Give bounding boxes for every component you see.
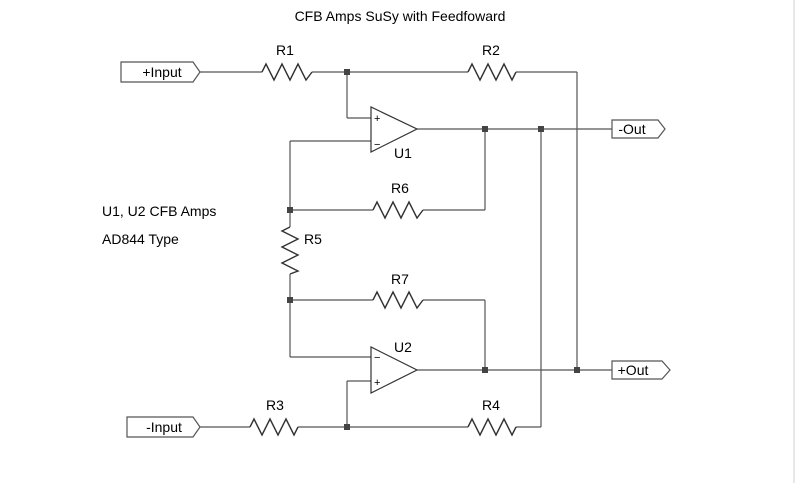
resistor-r1 [261, 62, 313, 82]
resistor-r4 [467, 417, 517, 437]
wires [200, 71, 612, 428]
label-r4: R4 [482, 397, 500, 413]
opamp-u2: − + [370, 346, 419, 394]
diagram-title: CFB Amps SuSy with Feedfoward [295, 8, 506, 24]
junction-node [574, 367, 580, 373]
label-u2: U2 [394, 339, 412, 355]
port-plus-out-label: +Out [618, 362, 649, 378]
junction-node [287, 207, 293, 213]
label-r2: R2 [482, 42, 500, 58]
port-minus-input: -Input [126, 416, 201, 438]
resistor-r2 [467, 62, 517, 82]
port-plus-input-label: +Input [142, 64, 181, 80]
resistor-r6 [372, 200, 424, 220]
junction-node [287, 297, 293, 303]
label-u1: U1 [394, 145, 412, 161]
junctions [287, 69, 580, 430]
port-minus-out-label: -Out [618, 121, 645, 137]
u2-plus-pin: + [374, 377, 380, 389]
note-line-2: AD844 Type [102, 231, 179, 247]
u2-minus-pin: − [374, 352, 380, 364]
junction-node [344, 69, 350, 75]
label-r7: R7 [391, 271, 409, 287]
label-r1: R1 [276, 42, 294, 58]
u1-plus-pin: + [374, 113, 380, 125]
label-r6: R6 [391, 180, 409, 196]
port-minus-out: -Out [611, 119, 666, 139]
label-r3: R3 [266, 397, 284, 413]
resistor-r3 [249, 417, 299, 437]
opamp-u1: + − [370, 106, 419, 153]
port-plus-input: +Input [120, 61, 201, 83]
u1-minus-pin: − [374, 139, 380, 151]
resistor-r5 [280, 226, 300, 275]
port-minus-input-label: -Input [146, 419, 182, 435]
junction-node [482, 367, 488, 373]
resistor-r7 [372, 290, 424, 310]
junction-node [482, 126, 488, 132]
junction-node [538, 126, 544, 132]
junction-node [344, 424, 350, 430]
port-plus-out: +Out [611, 360, 671, 380]
note-line-1: U1, U2 CFB Amps [102, 203, 216, 219]
label-r5: R5 [304, 231, 322, 247]
